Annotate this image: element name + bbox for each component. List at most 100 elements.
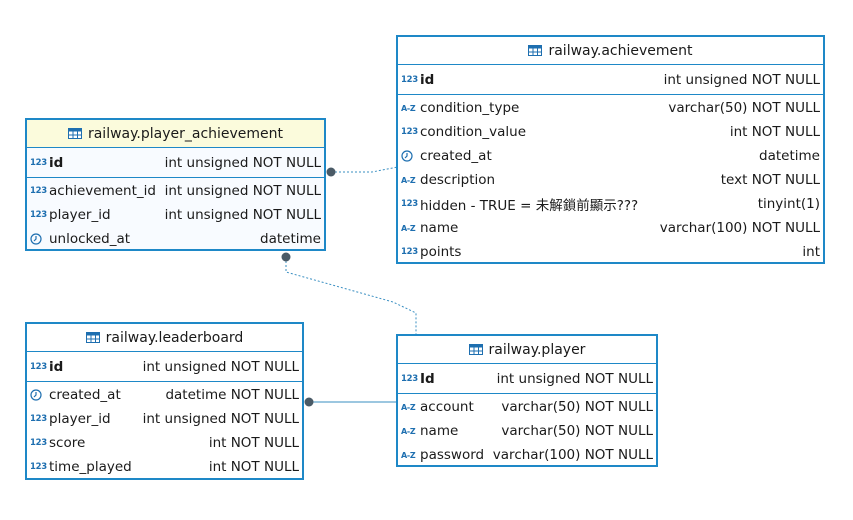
column-type: int unsigned NOT NULL: [164, 154, 321, 171]
column-name: account: [420, 399, 474, 415]
numeric-type-icon: 123: [401, 127, 418, 137]
column-type: int unsigned NOT NULL: [496, 370, 653, 387]
link-player-achievement-to-player[interactable]: [285, 257, 417, 336]
column-name: id: [420, 71, 435, 88]
entity-header[interactable]: railway.player: [398, 336, 656, 364]
column-row[interactable]: A-Z condition_type varchar(50) NOT NULL: [398, 96, 823, 120]
table-icon: [67, 128, 82, 139]
column-type: int: [802, 244, 820, 260]
table-icon: [468, 344, 483, 355]
column-row[interactable]: A-Z password varchar(100) NOT NULL: [398, 443, 656, 467]
column-type: int NOT NULL: [208, 459, 299, 475]
numeric-type-icon: 123: [30, 414, 47, 424]
column-name: created_at: [420, 148, 492, 164]
column-row[interactable]: created_at datetime: [398, 144, 823, 168]
column-name: unlocked_at: [49, 231, 131, 247]
column-name: hidden - TRUE = 未解鎖前顯示???: [420, 198, 639, 214]
column-type: varchar(50) NOT NULL: [501, 399, 653, 415]
column-type: int unsigned NOT NULL: [142, 358, 299, 375]
column-name: player_id: [49, 411, 111, 427]
column-type: datetime NOT NULL: [165, 387, 299, 403]
column-name: score: [49, 435, 86, 451]
numeric-type-icon: 123: [30, 157, 47, 168]
column-type: int unsigned NOT NULL: [164, 207, 321, 223]
numeric-type-icon: 123: [401, 373, 418, 384]
column-name: id: [49, 358, 64, 375]
column-name: condition_value: [420, 124, 527, 140]
numeric-type-icon: 123: [401, 199, 418, 209]
link-player-achievement-to-achievement[interactable]: [331, 166, 399, 173]
column-name: condition_type: [420, 100, 520, 116]
column-row[interactable]: created_at datetime NOT NULL: [27, 383, 302, 407]
numeric-type-icon: 123: [30, 210, 47, 220]
column-type: tinyint(1): [757, 196, 820, 212]
clock-icon: [401, 150, 418, 162]
numeric-type-icon: 123: [30, 186, 47, 196]
clock-icon: [30, 389, 47, 401]
entity-header[interactable]: railway.leaderboard: [27, 324, 302, 352]
entity-header[interactable]: railway.player_achievement: [27, 120, 324, 148]
clock-icon: [30, 233, 47, 245]
column-type: int unsigned NOT NULL: [142, 411, 299, 427]
numeric-type-icon: 123: [401, 247, 418, 257]
column-type: varchar(50) NOT NULL: [501, 423, 653, 439]
numeric-type-icon: 123: [30, 462, 47, 472]
entity-leaderboard[interactable]: railway.leaderboard 123 id int unsigned NOT…: [25, 322, 304, 480]
link-endpoint-dot: [304, 397, 314, 407]
column-type: datetime: [759, 148, 820, 164]
numeric-type-icon: 123: [401, 74, 418, 85]
column-type: varchar(100) NOT NULL: [492, 447, 653, 463]
column-name: password: [420, 447, 485, 463]
column-name: Id: [420, 370, 435, 387]
entity-title: railway.player_achievement: [87, 125, 284, 142]
link-endpoint-dot: [326, 167, 336, 177]
column-type: int unsigned NOT NULL: [663, 71, 820, 88]
text-type-icon: A-Z: [401, 103, 416, 113]
column-type: int unsigned NOT NULL: [164, 183, 321, 199]
entity-title: railway.leaderboard: [105, 329, 244, 346]
text-type-icon: A-Z: [401, 450, 416, 460]
column-row[interactable]: A-Z account varchar(50) NOT NULL: [398, 395, 656, 419]
column-name: id: [49, 154, 64, 171]
columns-section: A-Z account varchar(50) NOT NULL A-Z name var…: [398, 394, 656, 467]
column-name: time_played: [49, 459, 132, 475]
column-name: player_id: [49, 207, 111, 223]
entity-title: railway.achievement: [548, 42, 693, 59]
text-type-icon: A-Z: [401, 175, 416, 185]
text-type-icon: A-Z: [401, 223, 416, 233]
column-name: achievement_id: [49, 183, 156, 199]
column-type: varchar(50) NOT NULL: [668, 100, 820, 116]
column-name: name: [420, 423, 459, 439]
table-icon: [85, 332, 100, 343]
entity-header[interactable]: railway.achievement: [398, 37, 823, 65]
text-type-icon: A-Z: [401, 402, 416, 412]
column-name: name: [420, 220, 459, 236]
column-name: created_at: [49, 387, 121, 403]
